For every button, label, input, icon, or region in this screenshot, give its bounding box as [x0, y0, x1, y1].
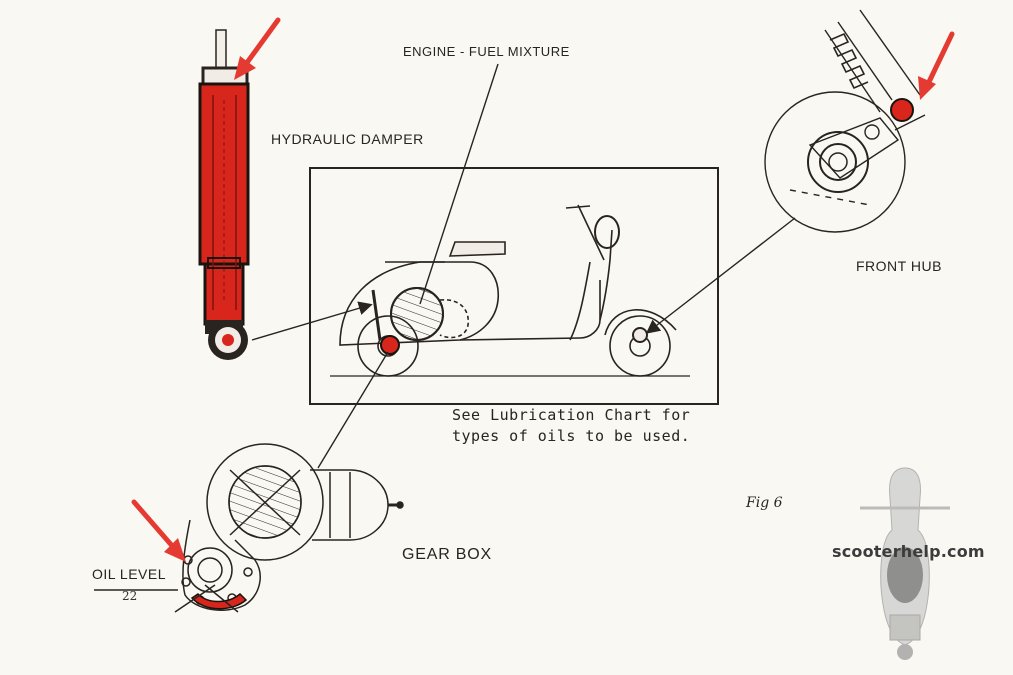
oil-level-red-arrow	[131, 499, 186, 562]
gear-box-illustration	[174, 443, 404, 613]
label-front-hub: FRONT HUB	[856, 258, 942, 274]
lubrication-note-line-1: See Lubrication Chart for	[452, 406, 691, 424]
scooter-illustration	[330, 204, 690, 377]
label-hydraulic-damper: HYDRAULIC DAMPER	[271, 131, 424, 147]
watermark-scooter-image	[860, 467, 950, 660]
label-gear-box: GEAR BOX	[402, 546, 492, 563]
damper-red-arrow	[234, 17, 281, 80]
figure-label: Fig 6	[746, 495, 783, 511]
lubrication-note: See Lubrication Chart for types of oils …	[452, 405, 690, 447]
label-engine-fuel-mixture: ENGINE - FUEL MIXTURE	[403, 44, 570, 59]
front-hub-illustration	[764, 9, 926, 233]
label-oil-level: OIL LEVEL	[92, 566, 167, 582]
hydraulic-damper-illustration	[198, 29, 250, 360]
leader-lines	[94, 63, 796, 591]
front-hub-red-arrow	[918, 31, 955, 100]
red-indicator-arrows	[131, 17, 955, 562]
lubrication-note-line-2: types of oils to be used.	[452, 427, 691, 445]
scooter-frame-box	[309, 167, 719, 405]
watermark-text: scooterhelp.com	[832, 542, 985, 561]
page-number: 22	[122, 589, 138, 603]
